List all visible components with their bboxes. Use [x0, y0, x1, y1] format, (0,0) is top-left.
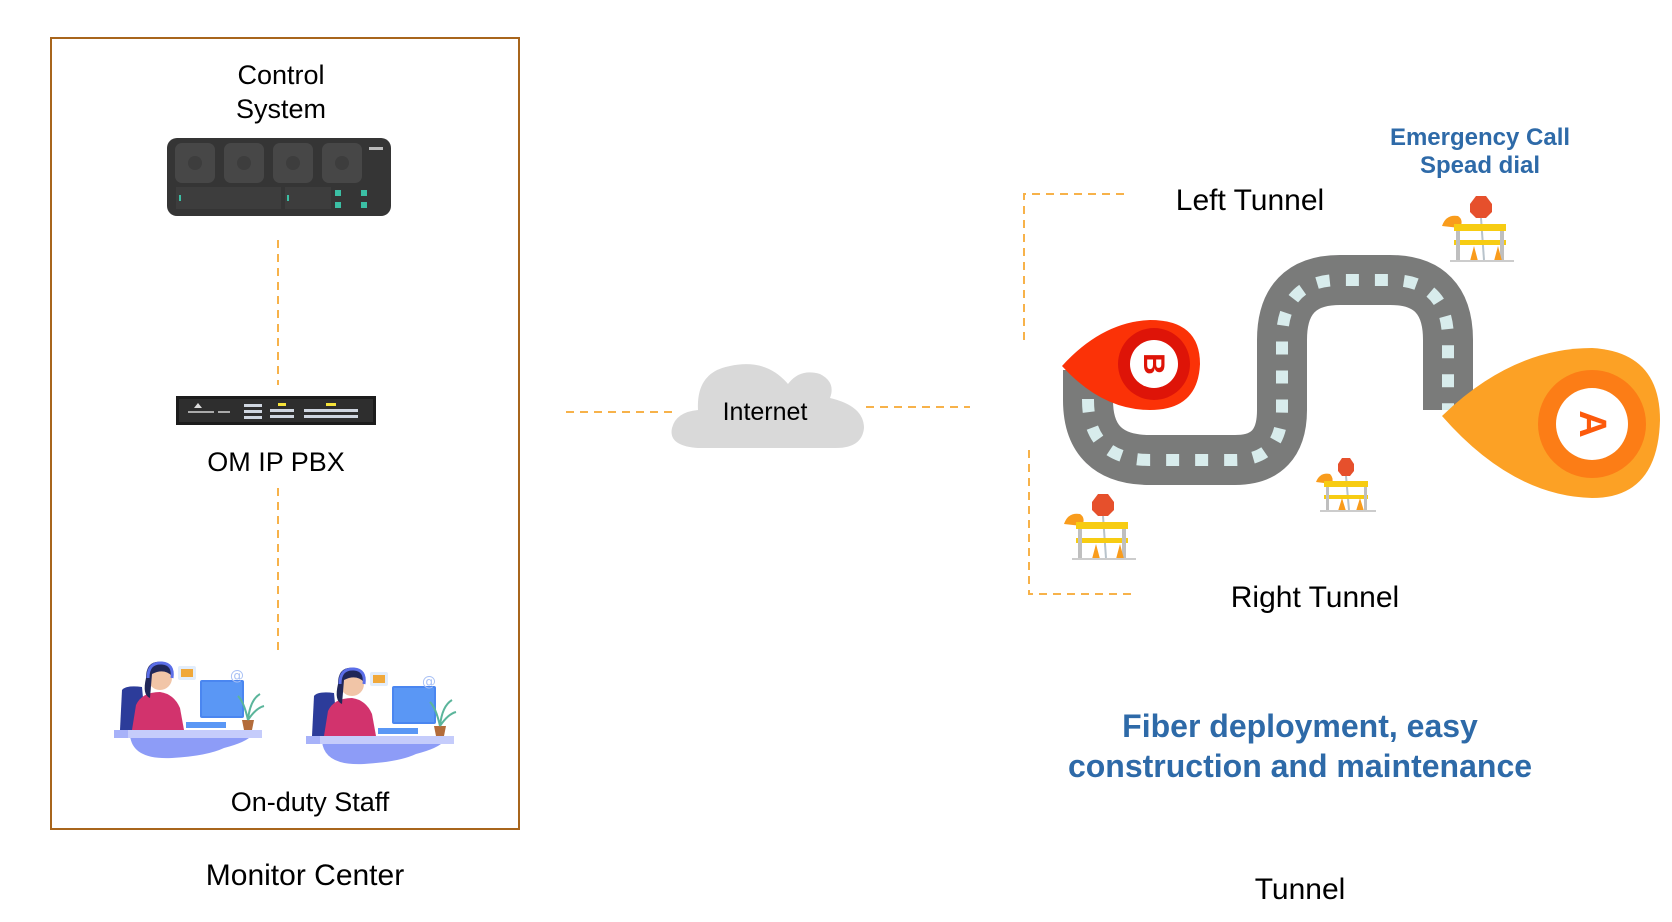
control-system-label-line1: Control	[237, 60, 325, 90]
monitor-center-title: Monitor Center	[205, 859, 405, 892]
pin-b-letter: B	[1137, 353, 1170, 375]
connector-pbx-staff	[277, 488, 279, 650]
connector-internet-tunnel	[866, 406, 970, 408]
pbx-label: OM IP PBX	[207, 447, 345, 477]
construction-barrier-icon-3	[1064, 494, 1136, 560]
operator-at-desk-icon: @	[114, 661, 265, 759]
connector-control-pbx	[277, 240, 279, 385]
emergency-call-label: Emergency Call Spead dial	[1360, 124, 1600, 180]
right-tunnel-label: Right Tunnel	[1230, 581, 1400, 614]
svg-text:@: @	[422, 674, 436, 690]
internet-label: Internet	[722, 398, 808, 426]
control-system-label: Control System	[176, 58, 386, 126]
left-tunnel-bracket	[1023, 193, 1130, 340]
construction-barrier-icon	[1442, 196, 1514, 262]
svg-text:@: @	[230, 668, 244, 684]
feature-line2: construction and maintenance	[1067, 748, 1533, 784]
tunnel-title: Tunnel	[1254, 873, 1346, 906]
connector-box-internet	[566, 411, 676, 413]
feature-line1: Fiber deployment, easy	[1122, 708, 1478, 744]
pin-b-icon: B	[1062, 320, 1200, 410]
control-system-label-line2: System	[235, 94, 327, 124]
pin-a-icon: A	[1442, 348, 1660, 498]
feature-text: Fiber deployment, easy construction and …	[1040, 706, 1560, 786]
cloud-icon	[671, 364, 864, 448]
left-tunnel-label: Left Tunnel	[1175, 184, 1325, 217]
right-tunnel-bracket	[1028, 450, 1135, 595]
emergency-line1: Emergency Call	[1389, 124, 1571, 151]
staff-label: On-duty Staff	[230, 787, 390, 817]
construction-barrier-icon-2	[1316, 458, 1376, 512]
winding-road	[1063, 255, 1473, 485]
emergency-line2: Spead dial	[1419, 152, 1541, 179]
rack-pbx-icon	[176, 396, 376, 425]
pin-a-letter: A	[1571, 410, 1613, 437]
control-system-device-icon	[167, 138, 391, 216]
operator-at-desk-icon-2: @	[306, 667, 457, 765]
monitor-center-box	[50, 37, 520, 830]
